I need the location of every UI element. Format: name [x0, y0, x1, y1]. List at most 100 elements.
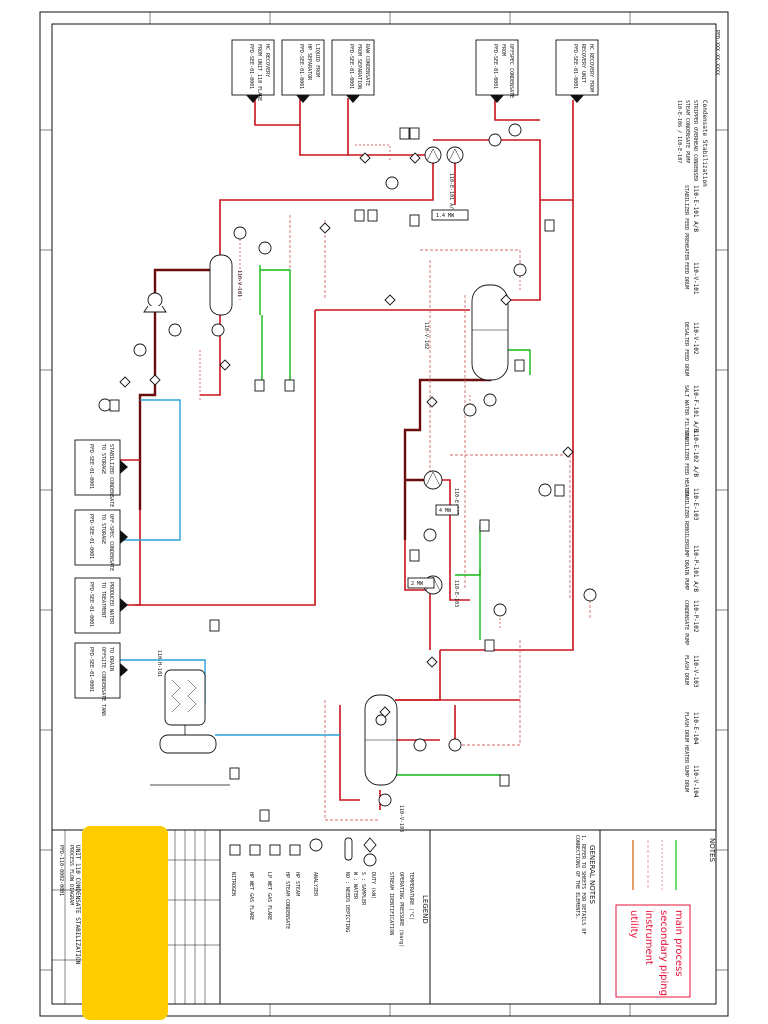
offsheet-label: PRODUCED WATER [108, 582, 114, 625]
stream-diamonds [119, 152, 574, 718]
instrument-bubble [513, 263, 527, 277]
offsheet-ref: PFD-SEE-01-0001 [88, 444, 94, 489]
svg-text:110-E-106 / 110-E-107: 110-E-106 / 110-E-107 [676, 100, 682, 163]
svg-text:110-V-102: 110-V-102 [423, 322, 429, 349]
stream-id-diamond [219, 359, 231, 371]
pump-110-P-101 [143, 292, 167, 313]
instrument-bubble [463, 403, 477, 417]
drawing-outer-frame [39, 11, 729, 1017]
stream-id-diamond [319, 222, 331, 234]
equipment-tag: 110-V-104 [692, 765, 699, 798]
drawing-code: PFD-XXX-XX-XXXX [714, 30, 720, 75]
offsheet-sub: TO STORAGE [100, 444, 106, 474]
legend-item: NO : NEEDS DEPICTING [344, 872, 350, 932]
instrument-bubble [493, 603, 507, 617]
general-notes-title: GENERAL NOTES [588, 845, 596, 904]
instrument-bubble [423, 528, 437, 542]
utility-piping [259, 265, 531, 776]
offsheet-sub: FROM [500, 44, 506, 56]
legend-title: LEGEND [421, 895, 429, 924]
notes-title: NOTES [708, 838, 716, 862]
offsheet-label: RAW CONDENSATE [364, 44, 370, 86]
key-utility: utility [628, 910, 639, 939]
legend-item: HP STEAM CONDENSATE [284, 872, 290, 929]
svg-text:PROCESS FLOW DIAGRAM: PROCESS FLOW DIAGRAM [68, 845, 74, 905]
offsheet-label: HC RECOVERY FROM [588, 44, 594, 92]
stream-id-diamond [409, 152, 421, 164]
instrument-bubble [233, 226, 247, 240]
svg-text:1.4 MW: 1.4 MW [436, 213, 455, 219]
blue-utility-piping [120, 399, 340, 736]
offsheet-sub: HP SEPARATOR [306, 44, 312, 81]
equipment-tag: 110-V-103 [692, 655, 699, 688]
offsheet-label: OFFSPEC CONDENSATE [508, 44, 514, 98]
offsheet-sub: TO TREATMENT [100, 582, 106, 618]
key-instrument: instrument [643, 910, 654, 965]
svg-text:STEAM CONDENSATE PUMP: STEAM CONDENSATE PUMP [684, 100, 690, 163]
svg-text:CONNECTIONS OF THE ELEMENTS.: CONNECTIONS OF THE ELEMENTS. [574, 835, 580, 919]
exchanger-top-pair: 110-E-101 A/B [424, 146, 464, 212]
equipment-name: SALT WATER FILTERS [683, 385, 689, 439]
offsheet-sub: OFFSITE CONDENSATE TANK [100, 647, 106, 716]
equipment-tag: 110-V-102 [692, 322, 699, 355]
offsheet-label: HC RECOVERY [264, 44, 270, 77]
instrument-bubble [508, 123, 522, 137]
instrument-bubble [385, 176, 399, 190]
equipment-name: DESALTER FEED DRUM [683, 322, 689, 376]
vessel-110-V-102: 110-V-102 [423, 284, 509, 381]
svg-text:STRIPPER OVERHEAD CONDENSER: STRIPPER OVERHEAD CONDENSER [692, 100, 698, 182]
tag-box [354, 209, 365, 222]
equipment-tag: 110-V-101 [692, 262, 699, 295]
equipment-name: SUMP DRUM [683, 765, 689, 792]
equipment-name: FLASH DRUM [683, 655, 689, 685]
redacted-block [82, 826, 168, 1020]
tag-box [259, 809, 270, 822]
svg-text:UNIT 110 CONDENSATE STABILIZAT: UNIT 110 CONDENSATE STABILIZATION [74, 845, 81, 965]
instrument-bubble [538, 483, 552, 497]
legend-item: OPERATING PRESSURE (barg) [398, 872, 404, 947]
svg-text:2 MW: 2 MW [411, 581, 424, 587]
stream-id-diamond [149, 374, 161, 386]
offsheet-ref: PFD-SEE-01-0001 [88, 582, 94, 627]
stream-id-diamond [562, 446, 574, 458]
offsheet-ref: PFD-SEE-01-0001 [248, 44, 254, 89]
stream-id-diamond [119, 376, 131, 388]
equipment-name: STABILIZER REBOILER [683, 488, 689, 546]
legend-item: W : WATER [352, 872, 358, 900]
heater-110-H-101: 110-H-101 [150, 650, 230, 786]
equipment-name: CONDENSATE PUMP [683, 600, 689, 645]
tag-box [229, 767, 240, 780]
svg-text:110-V-101: 110-V-101 [236, 270, 242, 297]
instrument-bubble [488, 133, 502, 147]
offsheet-sub: FROM SEPARATION [356, 44, 362, 89]
instrument-bubble [448, 738, 462, 752]
tag-box [399, 127, 410, 140]
svg-text:Condensate Stabilization: Condensate Stabilization [701, 100, 708, 187]
key-secondary-piping: secondary piping [658, 910, 669, 996]
offsheet-ref: PFD-SEE-01-0001 [88, 514, 94, 559]
legend-items: TEMPERATURE (°C)OPERATING PRESSURE (barg… [230, 872, 414, 947]
instrument-bubble [258, 241, 272, 255]
tag-box [514, 359, 525, 372]
main-process-piping [120, 98, 574, 810]
vessel-110-V-101: 110-V-101 [209, 254, 242, 316]
exchanger-110-E-102: 110-E-102 [423, 470, 459, 515]
legend-item: HP STEAM [294, 872, 300, 896]
offsheet-ref: PFD-SEE-01-0001 [348, 44, 354, 89]
offsheet-label: OFF-SPEC CONDENSATE [108, 514, 114, 571]
svg-text:110-V-103: 110-V-103 [398, 805, 404, 832]
equipment-top-title: Condensate Stabilization STRIPPER OVERHE… [676, 100, 708, 187]
equipment-tag: 110-P-101 A/B [692, 545, 699, 592]
instrument-bubbles [98, 123, 597, 807]
instrument-bubble [133, 343, 147, 357]
equipment-tag: 110-E-103 [692, 488, 699, 521]
stream-id-diamond [359, 152, 371, 164]
